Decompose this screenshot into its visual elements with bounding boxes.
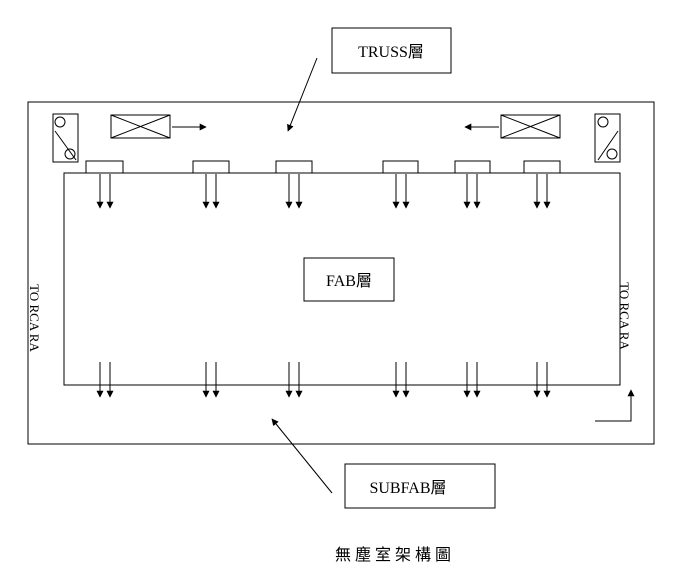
filter-unit	[382, 160, 419, 174]
fab-floor-area	[63, 172, 621, 386]
return-air-label-left: TO RCA RA	[27, 284, 42, 352]
subfab-pointer-arrow	[271, 418, 333, 494]
filter-unit	[523, 160, 561, 174]
filter-unit	[275, 160, 313, 174]
filter-unit	[454, 160, 491, 174]
ceiling-filter-units	[85, 160, 561, 174]
svg-text:FAB層: FAB層	[326, 273, 372, 290]
downflow-arrows	[96, 174, 551, 398]
filter-unit	[85, 160, 124, 174]
left-air-handling-unit	[110, 114, 171, 139]
svg-text:SUBFAB層: SUBFAB層	[369, 480, 446, 497]
return-air-arrow	[595, 389, 635, 422]
svg-text:TRUSS層: TRUSS層	[358, 44, 424, 61]
fab-layer-label: FAB層	[303, 257, 395, 302]
return-air-label-right: TO RCA RA	[617, 282, 632, 350]
right-fan-unit	[594, 113, 621, 163]
outer-building-frame	[27, 101, 655, 445]
truss-layer-label: TRUSS層	[331, 27, 452, 74]
right-air-handling-unit	[500, 114, 561, 139]
diagram-caption: 無塵室架構圖	[335, 545, 455, 564]
subfab-layer-label: SUBFAB層	[344, 463, 496, 509]
filter-unit	[192, 160, 230, 174]
left-fan-unit	[52, 113, 79, 163]
truss-pointer-arrow	[287, 57, 318, 132]
